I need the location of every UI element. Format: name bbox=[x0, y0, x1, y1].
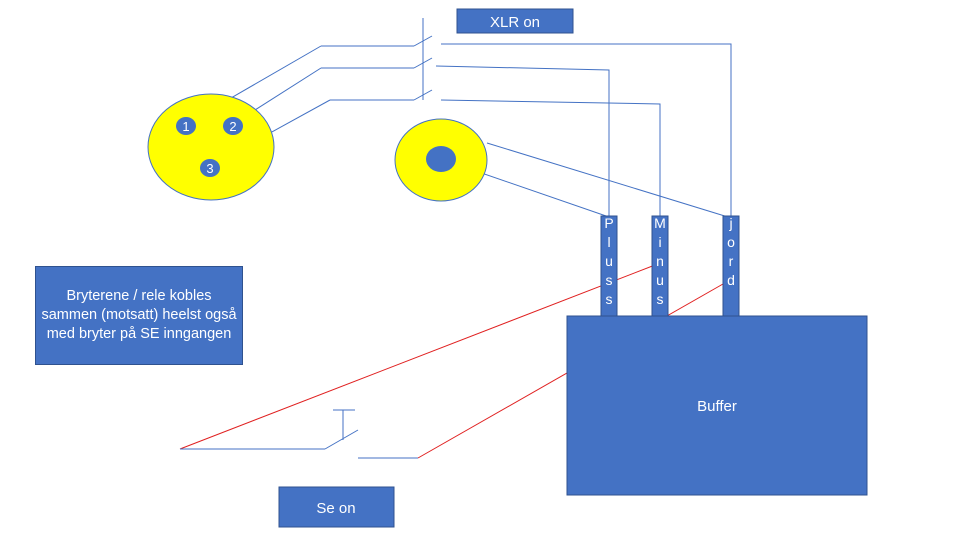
red-wire-to-minus bbox=[179, 264, 656, 450]
xlr-pin-1-label: 1 bbox=[182, 119, 189, 134]
se-switch-blade bbox=[324, 429, 359, 450]
wire-switch-to-minus bbox=[440, 99, 661, 217]
wire-switch-to-jord bbox=[441, 43, 732, 217]
switch-pole-1-blade bbox=[413, 35, 433, 47]
switch-pole-2-blade bbox=[413, 57, 433, 69]
xlr-connector: 1 2 3 bbox=[147, 93, 275, 201]
se-on-box: Se on bbox=[278, 486, 395, 528]
xlr-pin-1 bbox=[176, 117, 196, 135]
xlr-pin-3 bbox=[200, 159, 220, 177]
se-connector bbox=[394, 118, 488, 202]
buffer-label: Buffer bbox=[697, 398, 737, 415]
xlr-connector-body bbox=[147, 93, 275, 201]
xlr-pin-3-label: 3 bbox=[206, 161, 213, 176]
xlr-on-box: XLR on bbox=[456, 8, 574, 34]
xlr-on-label: XLR on bbox=[490, 14, 540, 31]
se-switch bbox=[180, 409, 418, 459]
se-connector-center-pin bbox=[426, 146, 456, 172]
xlr-pin-2-label: 2 bbox=[229, 119, 236, 134]
buffer-box: Buffer bbox=[566, 315, 868, 496]
switch-pole-3-blade bbox=[413, 89, 433, 101]
xlr-switch bbox=[321, 18, 433, 101]
note-text: Bryterene / rele kobles sammen (motsatt)… bbox=[41, 288, 237, 342]
xlr-pin-2 bbox=[223, 117, 243, 135]
note-box: Bryterene / rele kobles sammen (motsatt)… bbox=[35, 266, 243, 365]
se-on-label: Se on bbox=[316, 500, 355, 517]
wire-switch-to-pluss bbox=[435, 65, 610, 217]
wire-se-shell-to-jord bbox=[486, 142, 729, 218]
